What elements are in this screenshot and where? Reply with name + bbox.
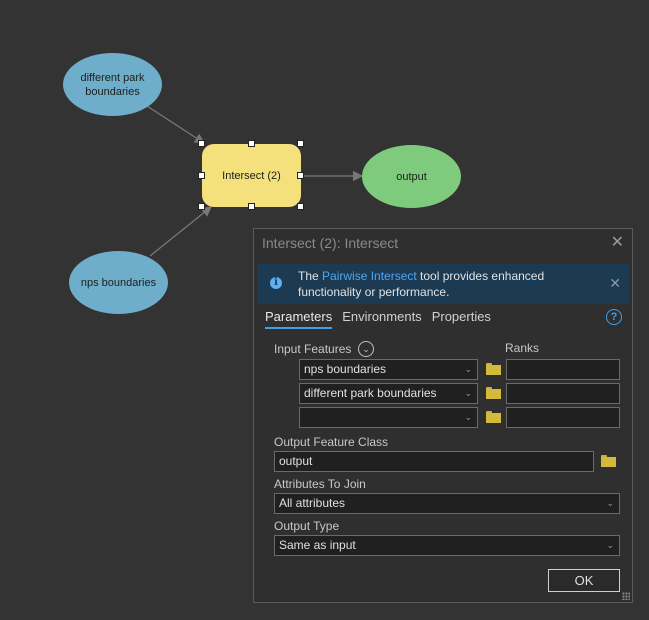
select-value: different park boundaries	[304, 386, 437, 400]
select-value: nps boundaries	[304, 362, 387, 376]
rank-input-2[interactable]	[506, 383, 620, 404]
chevron-down-icon: ⌄	[464, 388, 472, 398]
input-feature-select-1[interactable]: nps boundaries ⌄	[299, 359, 478, 380]
chevron-down-icon: ⌄	[606, 498, 614, 508]
close-icon[interactable]: ✕	[610, 234, 624, 251]
pairwise-intersect-link[interactable]: Pairwise Intersect	[322, 269, 417, 283]
node-label: Intersect (2)	[222, 169, 281, 182]
tab-parameters[interactable]: Parameters	[265, 309, 333, 329]
rank-input-3[interactable]	[506, 407, 620, 428]
chevron-down-icon[interactable]: ⌄	[358, 341, 374, 357]
banner-text-pre: The	[298, 269, 323, 283]
output-type-label: Output Type	[274, 519, 340, 533]
resize-handle[interactable]	[297, 140, 304, 147]
select-value: Same as input	[279, 538, 356, 552]
banner-text: The Pairwise Intersect tool provides enh…	[298, 268, 568, 300]
select-value: All attributes	[279, 496, 346, 510]
node-label: nps boundaries	[80, 276, 157, 289]
chevron-down-icon: ⌄	[464, 412, 472, 422]
input-features-label: Input Features	[274, 342, 352, 356]
attributes-to-join-label: Attributes To Join	[274, 477, 366, 491]
input-feature-select-3[interactable]: ⌄	[299, 407, 478, 428]
resize-handle[interactable]	[198, 203, 205, 210]
resize-handle[interactable]	[248, 203, 255, 210]
info-icon: i	[270, 277, 282, 289]
resize-grip[interactable]	[622, 592, 630, 600]
node-label: different park boundaries	[80, 71, 145, 98]
resize-handle[interactable]	[248, 140, 255, 147]
banner-text-post: tool provides enhanced functionality or …	[298, 269, 545, 299]
folder-icon[interactable]	[486, 363, 501, 375]
chevron-down-icon: ⌄	[464, 364, 472, 374]
chevron-down-icon: ⌄	[606, 540, 614, 550]
input-feature-select-2[interactable]: different park boundaries ⌄	[299, 383, 478, 404]
output-type-select[interactable]: Same as input ⌄	[274, 535, 620, 556]
resize-handle[interactable]	[297, 172, 304, 179]
tool-dialog: Intersect (2): Intersect ✕ i The Pairwis…	[253, 228, 633, 603]
ranks-label: Ranks	[505, 341, 540, 355]
attributes-to-join-select[interactable]: All attributes ⌄	[274, 493, 620, 514]
folder-icon[interactable]	[486, 387, 501, 399]
rank-input-1[interactable]	[506, 359, 620, 380]
resize-handle[interactable]	[198, 172, 205, 179]
node-nps-boundaries[interactable]: nps boundaries	[69, 251, 168, 314]
node-intersect-tool[interactable]: Intersect (2)	[202, 144, 301, 207]
node-output[interactable]: output	[362, 145, 461, 208]
tab-properties[interactable]: Properties	[431, 309, 491, 324]
resize-handle[interactable]	[297, 203, 304, 210]
ok-button[interactable]: OK	[548, 569, 620, 592]
folder-icon[interactable]	[486, 411, 501, 423]
tab-environments[interactable]: Environments	[342, 309, 422, 324]
folder-icon[interactable]	[601, 455, 616, 467]
output-feature-class-label: Output Feature Class	[274, 435, 389, 449]
dialog-title: Intersect (2): Intersect	[262, 235, 399, 251]
help-icon[interactable]: ?	[606, 309, 622, 325]
node-label: output	[396, 170, 427, 183]
node-different-park-boundaries[interactable]: different park boundaries	[63, 53, 162, 116]
banner-close-icon[interactable]: ✕	[609, 275, 621, 291]
dialog-tabs: Parameters Environments Properties	[265, 309, 491, 329]
info-banner: i The Pairwise Intersect tool provides e…	[257, 264, 629, 304]
output-feature-class-input[interactable]: output	[274, 451, 594, 472]
resize-handle[interactable]	[198, 140, 205, 147]
